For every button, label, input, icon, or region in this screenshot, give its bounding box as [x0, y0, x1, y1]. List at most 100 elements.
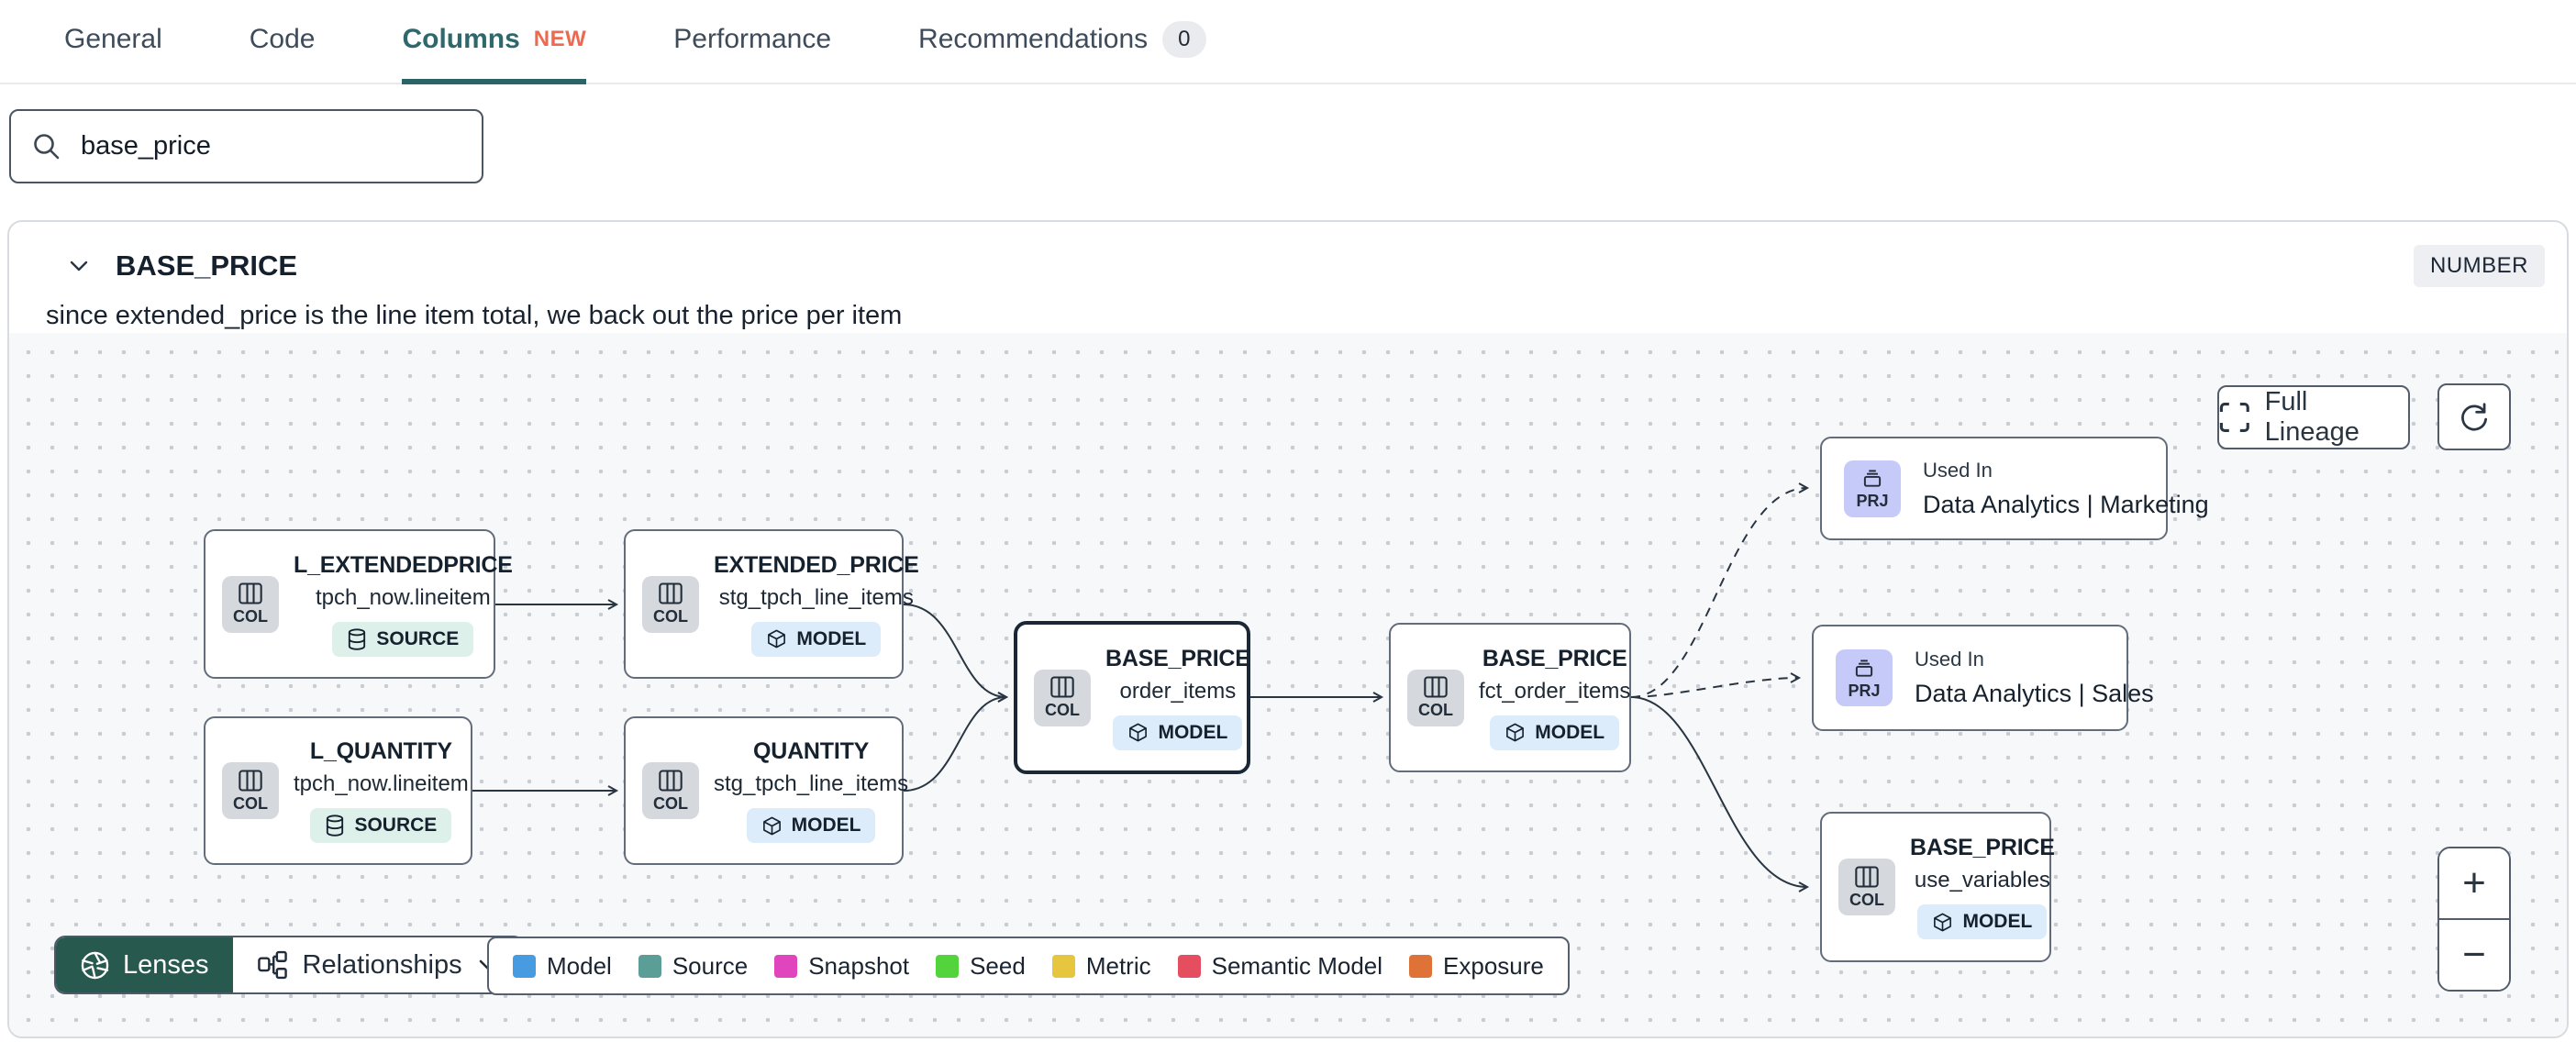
relationships-dropdown[interactable]: Relationships: [232, 937, 523, 992]
node-subtitle: use_variables: [1914, 868, 2050, 892]
project-chip: PRJ: [1844, 460, 1901, 517]
database-icon: [327, 815, 344, 837]
column-chip: COL: [642, 762, 699, 819]
columns-icon: [239, 582, 262, 604]
badge-label: MODEL: [1535, 721, 1605, 743]
node-base-price-order-items[interactable]: COL BASE_PRICE order_items MODEL: [1014, 621, 1250, 774]
legend-item-semantic-model: Semantic Model: [1177, 951, 1383, 981]
project-chip: PRJ: [1836, 649, 1893, 706]
tab-performance-label: Performance: [673, 24, 832, 54]
node-title: BASE_PRICE: [1482, 645, 1627, 671]
node-title: BASE_PRICE: [1105, 645, 1250, 671]
chip-label: COL: [653, 793, 688, 813]
seed-swatch: [936, 954, 960, 978]
lineage-toolbar: Lenses Relationships: [54, 936, 525, 994]
tab-general[interactable]: General: [64, 0, 162, 84]
chip-label: PRJ: [1848, 681, 1881, 700]
model-badge: MODEL: [1917, 904, 2048, 939]
node-extended-price[interactable]: COL EXTENDED_PRICE stg_tpch_line_items M…: [624, 529, 919, 679]
column-chip: COL: [642, 575, 699, 633]
model-badge: MODEL: [1113, 715, 1243, 750]
legend-label: Snapshot: [808, 951, 910, 980]
legend-item-snapshot: Snapshot: [774, 952, 909, 981]
node-used-in-marketing[interactable]: PRJ Used In Data Analytics | Marketing: [1820, 437, 2209, 540]
node-subtitle: tpch_now.lineitem: [315, 584, 491, 610]
columns-icon: [1050, 676, 1074, 698]
model-badge: MODEL: [746, 808, 876, 843]
column-chip: COL: [222, 762, 279, 819]
node-used-in-sales[interactable]: PRJ Used In Data Analytics | Sales: [1812, 625, 2154, 731]
node-l-extendedprice[interactable]: COL L_EXTENDEDPRICE tpch_now.lineitem SO…: [204, 529, 513, 679]
chip-label: PRJ: [1856, 492, 1889, 510]
legend-item-metric: Metric: [1051, 952, 1151, 981]
lenses-button[interactable]: Lenses: [56, 937, 233, 992]
node-title: L_EXTENDEDPRICE: [294, 551, 513, 578]
legend-label: Semantic Model: [1211, 951, 1383, 980]
chip-label: COL: [233, 793, 268, 813]
legend-label: Source: [672, 951, 749, 980]
source-swatch: [638, 954, 661, 978]
cube-icon: [1506, 723, 1525, 742]
metric-swatch: [1051, 954, 1075, 978]
chip-label: COL: [1849, 890, 1884, 909]
columns-icon: [239, 769, 262, 792]
tab-general-label: General: [64, 24, 162, 54]
tab-recommendations[interactable]: Recommendations 0: [918, 0, 1206, 84]
badge-label: SOURCE: [376, 627, 460, 649]
legend-label: Model: [547, 951, 612, 980]
column-name: BASE_PRICE: [116, 249, 298, 282]
legend-label: Seed: [970, 951, 1026, 980]
node-subtitle: fct_order_items: [1479, 678, 1631, 704]
model-badge: MODEL: [1490, 715, 1620, 750]
new-badge: NEW: [533, 27, 587, 51]
node-subtitle: stg_tpch_line_items: [714, 771, 909, 796]
node-title: EXTENDED_PRICE: [714, 551, 919, 578]
badge-label: MODEL: [1158, 721, 1228, 743]
badge-label: SOURCE: [354, 815, 438, 836]
aperture-icon: [81, 951, 109, 979]
edge-ext-to-baseprice: [903, 604, 1009, 703]
column-type-badge: NUMBER: [2413, 245, 2545, 287]
cube-icon: [1129, 723, 1148, 742]
edge-fct-to-usevariables: [1630, 696, 1810, 892]
column-card-header: BASE_PRICE NUMBER: [9, 222, 2567, 288]
node-title: BASE_PRICE: [1910, 835, 2055, 860]
chip-label: COL: [653, 607, 688, 626]
legend-item-seed: Seed: [936, 952, 1026, 981]
node-l-quantity[interactable]: COL L_QUANTITY tpch_now.lineitem SOURCE: [204, 716, 472, 865]
search-input[interactable]: [81, 131, 461, 161]
legend-item-model: Model: [513, 952, 612, 981]
columns-icon: [659, 582, 683, 604]
zoom-controls: + −: [2437, 847, 2511, 992]
lineage-canvas[interactable]: COL L_EXTENDEDPRICE tpch_now.lineitem SO…: [9, 333, 2567, 1036]
node-subtitle: stg_tpch_line_items: [718, 584, 914, 610]
edge-fct-to-marketing: [1630, 482, 1810, 698]
full-lineage-button[interactable]: Full Lineage: [2217, 385, 2410, 449]
search-icon: [31, 131, 62, 162]
refresh-button[interactable]: [2437, 383, 2511, 450]
badge-label: MODEL: [791, 815, 861, 836]
node-quantity[interactable]: COL QUANTITY stg_tpch_line_items MODEL: [624, 716, 908, 865]
node-base-price-fct-order-items[interactable]: COL BASE_PRICE fct_order_items MODEL: [1389, 623, 1631, 772]
chevron-down-icon[interactable]: [68, 259, 90, 273]
columns-icon: [1424, 676, 1448, 698]
tab-recommendations-label: Recommendations: [918, 24, 1149, 54]
zoom-out-button[interactable]: −: [2439, 920, 2509, 990]
snapshot-swatch: [774, 954, 798, 978]
source-badge: SOURCE: [332, 621, 474, 657]
column-chip: COL: [1034, 669, 1091, 726]
column-search[interactable]: [9, 109, 483, 183]
node-base-price-use-variables[interactable]: COL BASE_PRICE use_variables MODEL: [1820, 812, 2055, 962]
cube-icon: [762, 816, 781, 835]
database-icon: [349, 627, 366, 650]
node-title: QUANTITY: [752, 738, 870, 764]
chip-label: COL: [233, 607, 268, 626]
tab-columns[interactable]: Columns NEW: [402, 0, 587, 84]
legend-item-source: Source: [638, 952, 748, 981]
source-badge: SOURCE: [310, 808, 452, 843]
column-card: BASE_PRICE NUMBER since extended_price i…: [7, 220, 2569, 1038]
tab-code[interactable]: Code: [250, 0, 316, 84]
zoom-in-button[interactable]: +: [2439, 848, 2509, 920]
columns-icon: [659, 769, 683, 792]
tab-performance[interactable]: Performance: [673, 0, 831, 84]
